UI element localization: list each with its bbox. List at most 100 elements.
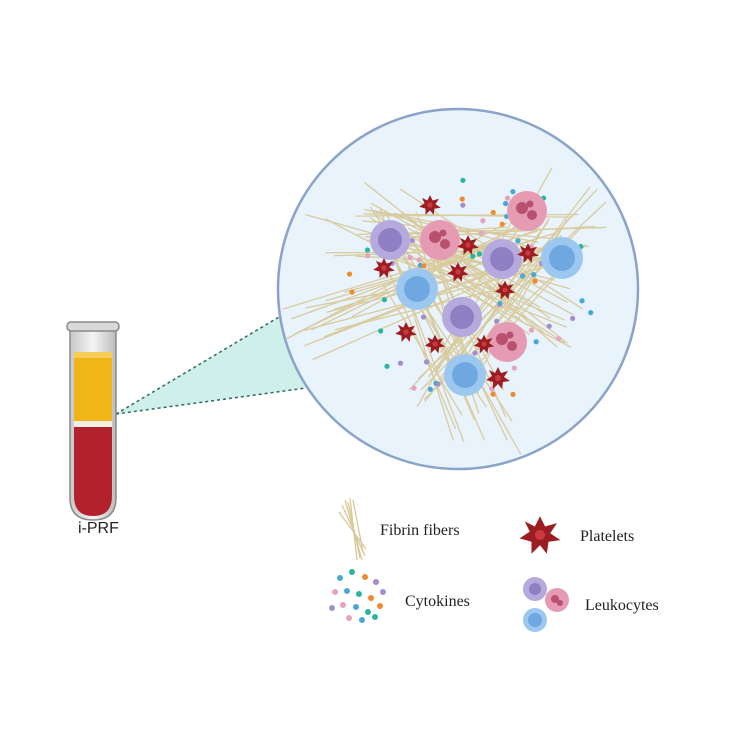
cytokine-dot xyxy=(397,360,404,366)
fibrin-strand xyxy=(421,260,565,321)
cytokine-dot xyxy=(499,221,505,227)
tube-blood xyxy=(74,426,112,516)
cytokine-legend-dot xyxy=(340,602,346,608)
fibrin-strand xyxy=(364,182,568,344)
tube-plasma xyxy=(74,352,112,421)
cytokine-dot xyxy=(384,363,390,369)
cytokine-dot xyxy=(381,297,388,303)
monocyte-cell xyxy=(396,268,438,310)
cytokine-legend-dot xyxy=(329,605,335,611)
cytokine-dot xyxy=(519,273,526,279)
cytokine-dot xyxy=(378,328,384,334)
cytokine-legend-dot xyxy=(344,588,350,594)
tube-buffy-coat xyxy=(74,420,112,427)
cytokine-dot xyxy=(421,263,427,269)
zoom-line-bottom xyxy=(115,387,307,415)
cytokine-legend-dot xyxy=(356,591,362,597)
legend-label-leukocytes: Leukocytes xyxy=(585,597,659,614)
cytokine-dot xyxy=(423,359,430,365)
cytokine-dot xyxy=(528,327,535,333)
fibrin-strand xyxy=(430,234,562,375)
cytokine-legend-dot xyxy=(377,603,383,609)
cytokine-dot xyxy=(435,381,441,387)
cytokine-dot xyxy=(579,298,585,304)
cytokine-dot xyxy=(480,218,486,224)
cytokine-legend-dot xyxy=(362,574,368,580)
cytokine-dot xyxy=(478,230,484,236)
cytokine-legend-dot xyxy=(380,589,386,595)
cytokine-dot xyxy=(502,200,509,207)
fibrin-strand xyxy=(370,202,574,316)
cytokine-dot xyxy=(365,253,371,259)
cytokine-dot xyxy=(427,386,434,392)
cytokine-legend-icon xyxy=(329,569,386,623)
monocyte-cell xyxy=(541,237,583,279)
test-tube xyxy=(66,321,120,521)
neutrophil-cell xyxy=(420,220,460,260)
cytokine-legend-dot xyxy=(332,589,338,595)
lymphocyte-cell xyxy=(442,297,482,337)
cytokine-dot xyxy=(472,350,478,356)
tube-label: i-PRF xyxy=(78,520,119,537)
lymphocyte-cell xyxy=(482,239,522,279)
lymphocyte-cell xyxy=(370,220,410,260)
cytokine-legend-dot xyxy=(359,617,365,623)
cytokine-dot xyxy=(420,314,427,320)
cytokine-dot xyxy=(490,209,496,216)
legend-label-fibrin: Fibrin fibers xyxy=(380,522,460,539)
cytokine-dot xyxy=(510,189,516,195)
cytokine-dot xyxy=(349,289,355,295)
cytokine-dot xyxy=(460,202,466,208)
cytokine-dot xyxy=(511,365,517,371)
fibrin-legend-icon xyxy=(338,497,367,561)
cytokine-dot xyxy=(588,310,594,316)
legend-label-cytokines: Cytokines xyxy=(405,593,470,610)
cytokine-legend-dot xyxy=(346,615,352,621)
cytokine-dot xyxy=(407,254,413,261)
leukocyte-legend-icon xyxy=(523,577,569,632)
cytokine-dot xyxy=(555,336,562,342)
cytokine-dot xyxy=(533,339,539,345)
cytokine-dot xyxy=(570,315,576,321)
fibrin-strand xyxy=(386,254,567,328)
cytokine-legend-dot xyxy=(373,579,379,585)
cytokine-dot xyxy=(411,385,417,391)
cytokine-dot xyxy=(504,195,511,201)
zoom-cone xyxy=(116,317,306,414)
cytokine-legend-dot xyxy=(368,595,374,601)
cytokine-dot xyxy=(510,391,516,397)
cytokine-dot xyxy=(346,271,353,277)
cytokine-dot xyxy=(459,196,465,202)
neutrophil-cell xyxy=(487,322,527,362)
cytokine-dot xyxy=(470,253,476,259)
cytokine-legend-dot xyxy=(365,609,371,615)
platelet-legend-icon xyxy=(519,516,561,554)
monocyte-cell xyxy=(444,354,486,396)
zoom-line-top xyxy=(115,316,280,415)
cell-cluster xyxy=(346,177,594,397)
fibrin-strand xyxy=(381,256,457,430)
cytokine-dot xyxy=(494,318,500,324)
fibrin-strand xyxy=(382,237,556,281)
cytokine-legend-dot xyxy=(353,604,359,610)
cytokine-dot xyxy=(532,278,538,284)
cytokine-dot xyxy=(409,238,415,244)
neutrophil-cell xyxy=(507,191,547,231)
fibrin-strand xyxy=(387,241,465,443)
cytokine-dot xyxy=(476,251,483,257)
cytokine-dot xyxy=(364,247,371,253)
magnifier-circle xyxy=(276,107,640,471)
legend-label-platelets: Platelets xyxy=(580,528,635,545)
cytokine-legend-dot xyxy=(337,575,343,581)
cytokine-dot xyxy=(497,301,503,307)
cytokine-legend-dot xyxy=(372,614,378,620)
cytokine-dot xyxy=(416,257,422,263)
cytokine-legend-dot xyxy=(349,569,355,575)
cytokine-dot xyxy=(515,238,521,244)
cytokine-dot xyxy=(546,323,552,329)
tube-rim xyxy=(66,321,120,332)
cytokine-dot xyxy=(531,272,537,278)
cytokine-dot xyxy=(460,177,466,183)
cytokine-dot xyxy=(490,391,496,397)
